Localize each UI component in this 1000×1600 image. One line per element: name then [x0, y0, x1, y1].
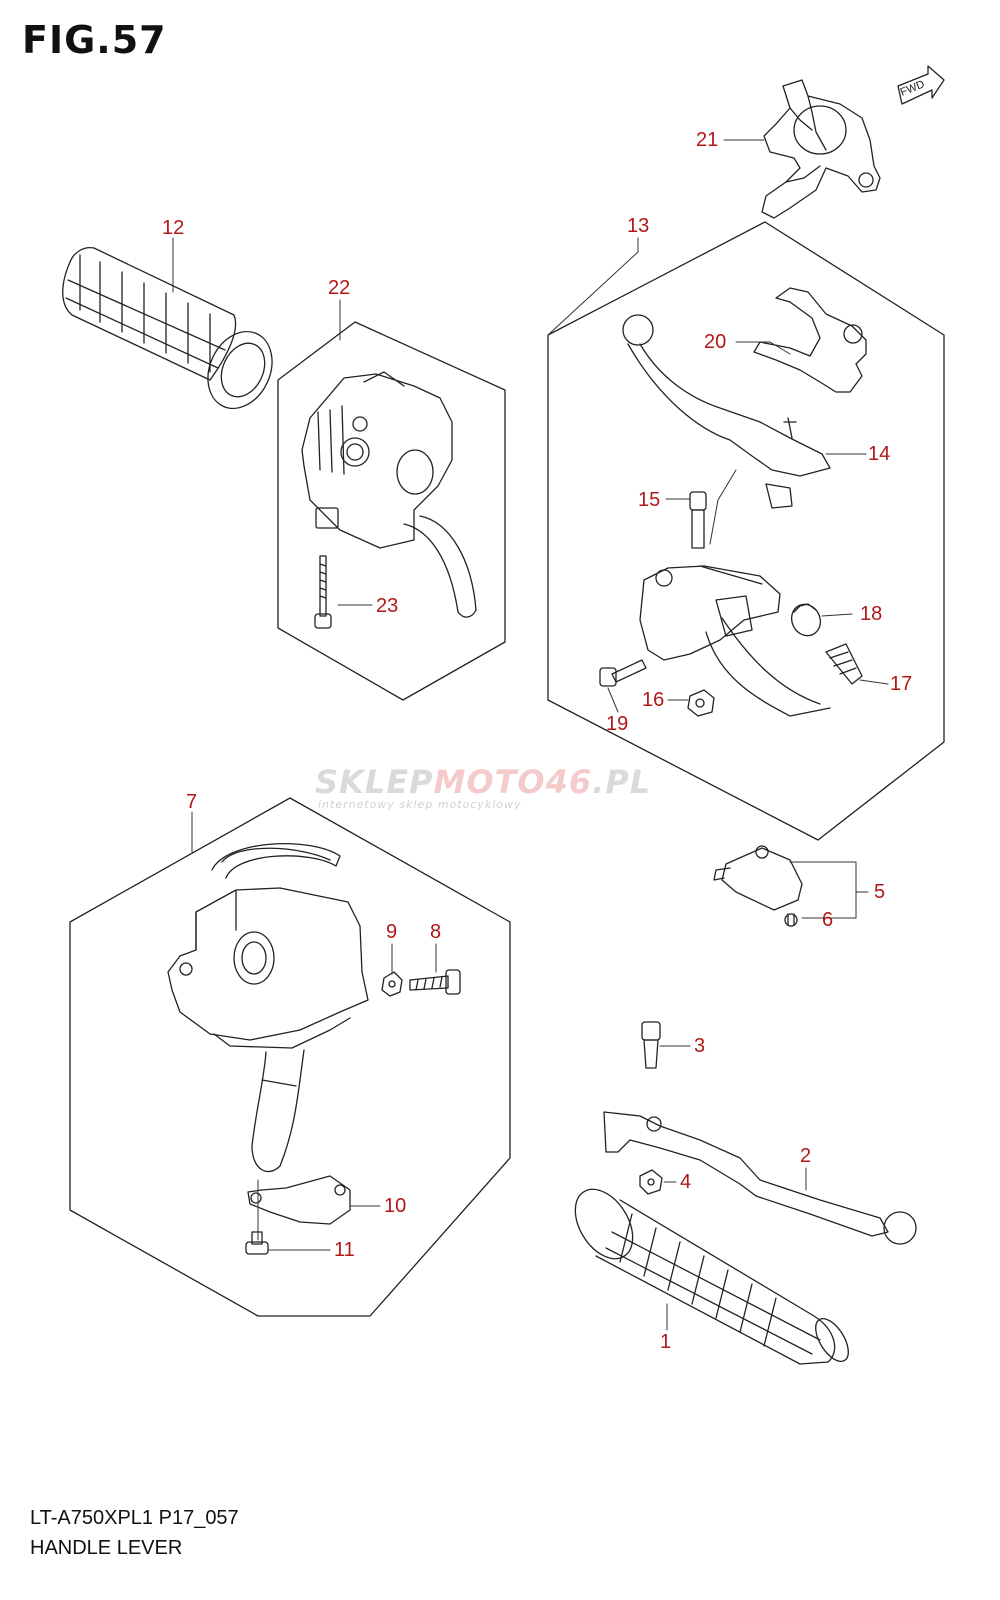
callout-15: 15 [638, 489, 661, 511]
watermark-tagline: internetowy sklep motocyklowy [318, 798, 522, 811]
model-code: LT-A750XPL1 P17_057 [30, 1507, 239, 1529]
part-8-screw [409, 969, 461, 995]
watermark-part1: SKLEP [315, 763, 434, 801]
part-6-screw [784, 913, 798, 927]
part-15-bolt [689, 491, 707, 549]
callout-4: 4 [680, 1171, 692, 1193]
callout-16: 16 [642, 689, 665, 711]
callout-18: 18 [860, 603, 883, 625]
callout-20: 20 [704, 331, 727, 353]
master-cylinder [639, 565, 831, 717]
part-7-throttle [167, 843, 369, 1172]
callout-5: 5 [874, 881, 886, 903]
watermark-part2: MOTO46 [433, 763, 593, 801]
callout-14: 14 [868, 443, 891, 465]
diagram-caption: HANDLE LEVER [30, 1537, 183, 1559]
fwd-arrow [897, 65, 945, 105]
part-2-lever [603, 1111, 917, 1245]
callout-10: 10 [384, 1195, 407, 1217]
part-23-screw [314, 555, 332, 629]
part-18-cap [790, 603, 822, 637]
callout-1: 1 [660, 1331, 672, 1353]
callout-17: 17 [890, 673, 913, 695]
callout-3: 3 [694, 1035, 706, 1057]
callout-8: 8 [430, 921, 442, 943]
callout-7: 7 [186, 791, 198, 813]
watermark: SKLEPMOTO46.PL [315, 763, 651, 801]
group-outline-22 [277, 321, 506, 701]
part-11-bolt [245, 1231, 269, 1255]
callout-9: 9 [386, 921, 398, 943]
callout-13: 13 [627, 215, 650, 237]
part-19-bolt [599, 659, 647, 687]
part-22-switch [301, 371, 477, 618]
callout-22: 22 [328, 277, 351, 299]
callout-2: 2 [800, 1145, 812, 1167]
part-10-cover [247, 1175, 351, 1225]
part-12-grip [62, 246, 273, 410]
group-outline-13 [547, 221, 945, 841]
leader-lines [172, 139, 889, 1331]
figure-title: FIG.57 [22, 18, 167, 62]
callout-6: 6 [822, 909, 834, 931]
watermark-part3: .PL [592, 763, 652, 801]
part-20-bracket [753, 287, 867, 393]
part-4-nut [639, 1169, 663, 1195]
part-21-guard [761, 79, 881, 219]
group-outline-7 [69, 797, 511, 1317]
part-9-nut [381, 971, 403, 997]
part-3-bolt [641, 1021, 661, 1069]
callout-23: 23 [376, 595, 399, 617]
callout-21: 21 [696, 129, 719, 151]
callout-19: 19 [606, 713, 629, 735]
part-1-grip [574, 1188, 849, 1365]
callout-11: 11 [334, 1239, 355, 1261]
part-17-adjuster [825, 643, 863, 685]
callout-12: 12 [162, 217, 185, 239]
part-14-lever [622, 314, 831, 509]
part-5-switch [713, 845, 803, 911]
part-16-nut [687, 689, 715, 717]
